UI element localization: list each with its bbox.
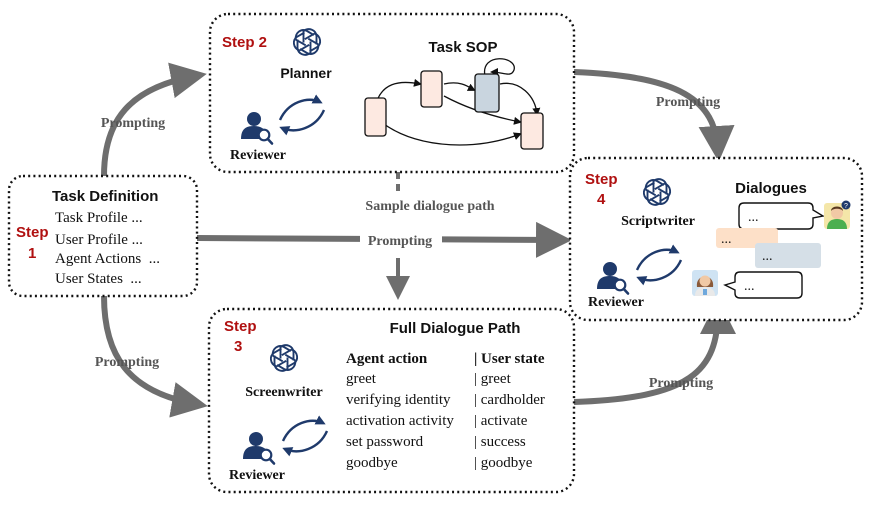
planner-label: Planner	[280, 65, 332, 81]
path-row-agent: verifying identity	[346, 392, 451, 408]
label-sample-dialogue-path: Sample dialogue path	[365, 199, 494, 214]
step3-step-number: 3	[234, 338, 242, 355]
path-row-user: | activate	[474, 413, 528, 429]
step1-line-agent-actions: Agent Actions ...	[55, 251, 160, 267]
step4-reviewer-label: Reviewer	[588, 295, 644, 310]
step2-reviewer-label: Reviewer	[230, 148, 286, 163]
arrow-step1-to-step2	[101, 62, 207, 177]
step1-title: Task Definition	[52, 188, 158, 205]
path-row-user: | goodbye	[474, 455, 533, 471]
step1-step-word: Step	[16, 224, 49, 241]
step1-line-user-states: User States ...	[55, 271, 142, 287]
label-bg-prompting-center	[360, 231, 442, 249]
path-row-agent: greet	[346, 371, 377, 387]
step4-box: Step 4 Scriptwriter Reviewer Dialogues .…	[568, 156, 864, 322]
sop-title: Task SOP	[429, 39, 498, 56]
dialogues-title: Dialogues	[735, 180, 807, 197]
step2-box: Step 2 Planner Reviewer Task SOP	[208, 12, 576, 174]
sop-graph	[364, 58, 544, 150]
step1-step-number: 1	[28, 245, 36, 262]
user-avatar-woman-icon	[692, 270, 718, 296]
svg-text:...: ...	[748, 210, 759, 225]
step1-line-user-profile: User Profile ...	[55, 232, 143, 248]
path-row-agent: set password	[346, 434, 424, 450]
step4-step-word: Step	[585, 171, 618, 188]
svg-text:...: ...	[744, 279, 755, 294]
svg-text:?: ?	[844, 203, 848, 210]
step4-step-number: 4	[597, 191, 606, 208]
path-row-user: | success	[474, 434, 526, 450]
path-row-user: | greet	[474, 371, 512, 387]
step1-line-task-profile: Task Profile ...	[55, 210, 143, 226]
label-prompting-step1-step3: Prompting	[95, 355, 159, 370]
label-prompting-step1-step4: Prompting	[368, 234, 432, 249]
label-prompting-step1-step2: Prompting	[101, 116, 165, 131]
step3-box: Step 3 Screenwriter Reviewer Full Dialog…	[207, 307, 576, 494]
arrow-step3-to-step4	[573, 298, 736, 405]
arrow-step1-to-step3	[101, 295, 208, 418]
step3-step-word: Step	[224, 318, 257, 335]
path-row-user: | cardholder	[474, 392, 545, 408]
question-badge-icon	[841, 200, 851, 210]
step3-reviewer-label: Reviewer	[229, 468, 285, 483]
step2-step-label: Step 2	[222, 34, 267, 51]
col-header-user-state: | User state	[474, 351, 545, 367]
label-prompting-step2-step4: Prompting	[656, 95, 720, 110]
label-prompting-step3-step4: Prompting	[649, 376, 713, 391]
screenwriter-label: Screenwriter	[245, 385, 322, 400]
scriptwriter-label: Scriptwriter	[621, 214, 695, 229]
dialogue-bubble-user-1: ...	[738, 202, 825, 230]
dialogue-path-title: Full Dialogue Path	[390, 320, 521, 337]
dialogue-bubble-user-2: ...	[723, 271, 803, 299]
col-header-agent-action: Agent action	[346, 351, 428, 367]
dialogue-bubble-agent-blue	[755, 243, 821, 268]
path-row-agent: goodbye	[346, 455, 398, 471]
dialogue-bubble-agent-blue-text: ...	[762, 249, 773, 264]
step1-box: Step 1 Task Definition Task Profile ... …	[7, 174, 199, 298]
arrow-step2-to-step4	[573, 69, 735, 162]
dialogue-bubble-agent-orange-text: ...	[721, 232, 732, 247]
path-row-agent: activation activity	[346, 413, 454, 429]
